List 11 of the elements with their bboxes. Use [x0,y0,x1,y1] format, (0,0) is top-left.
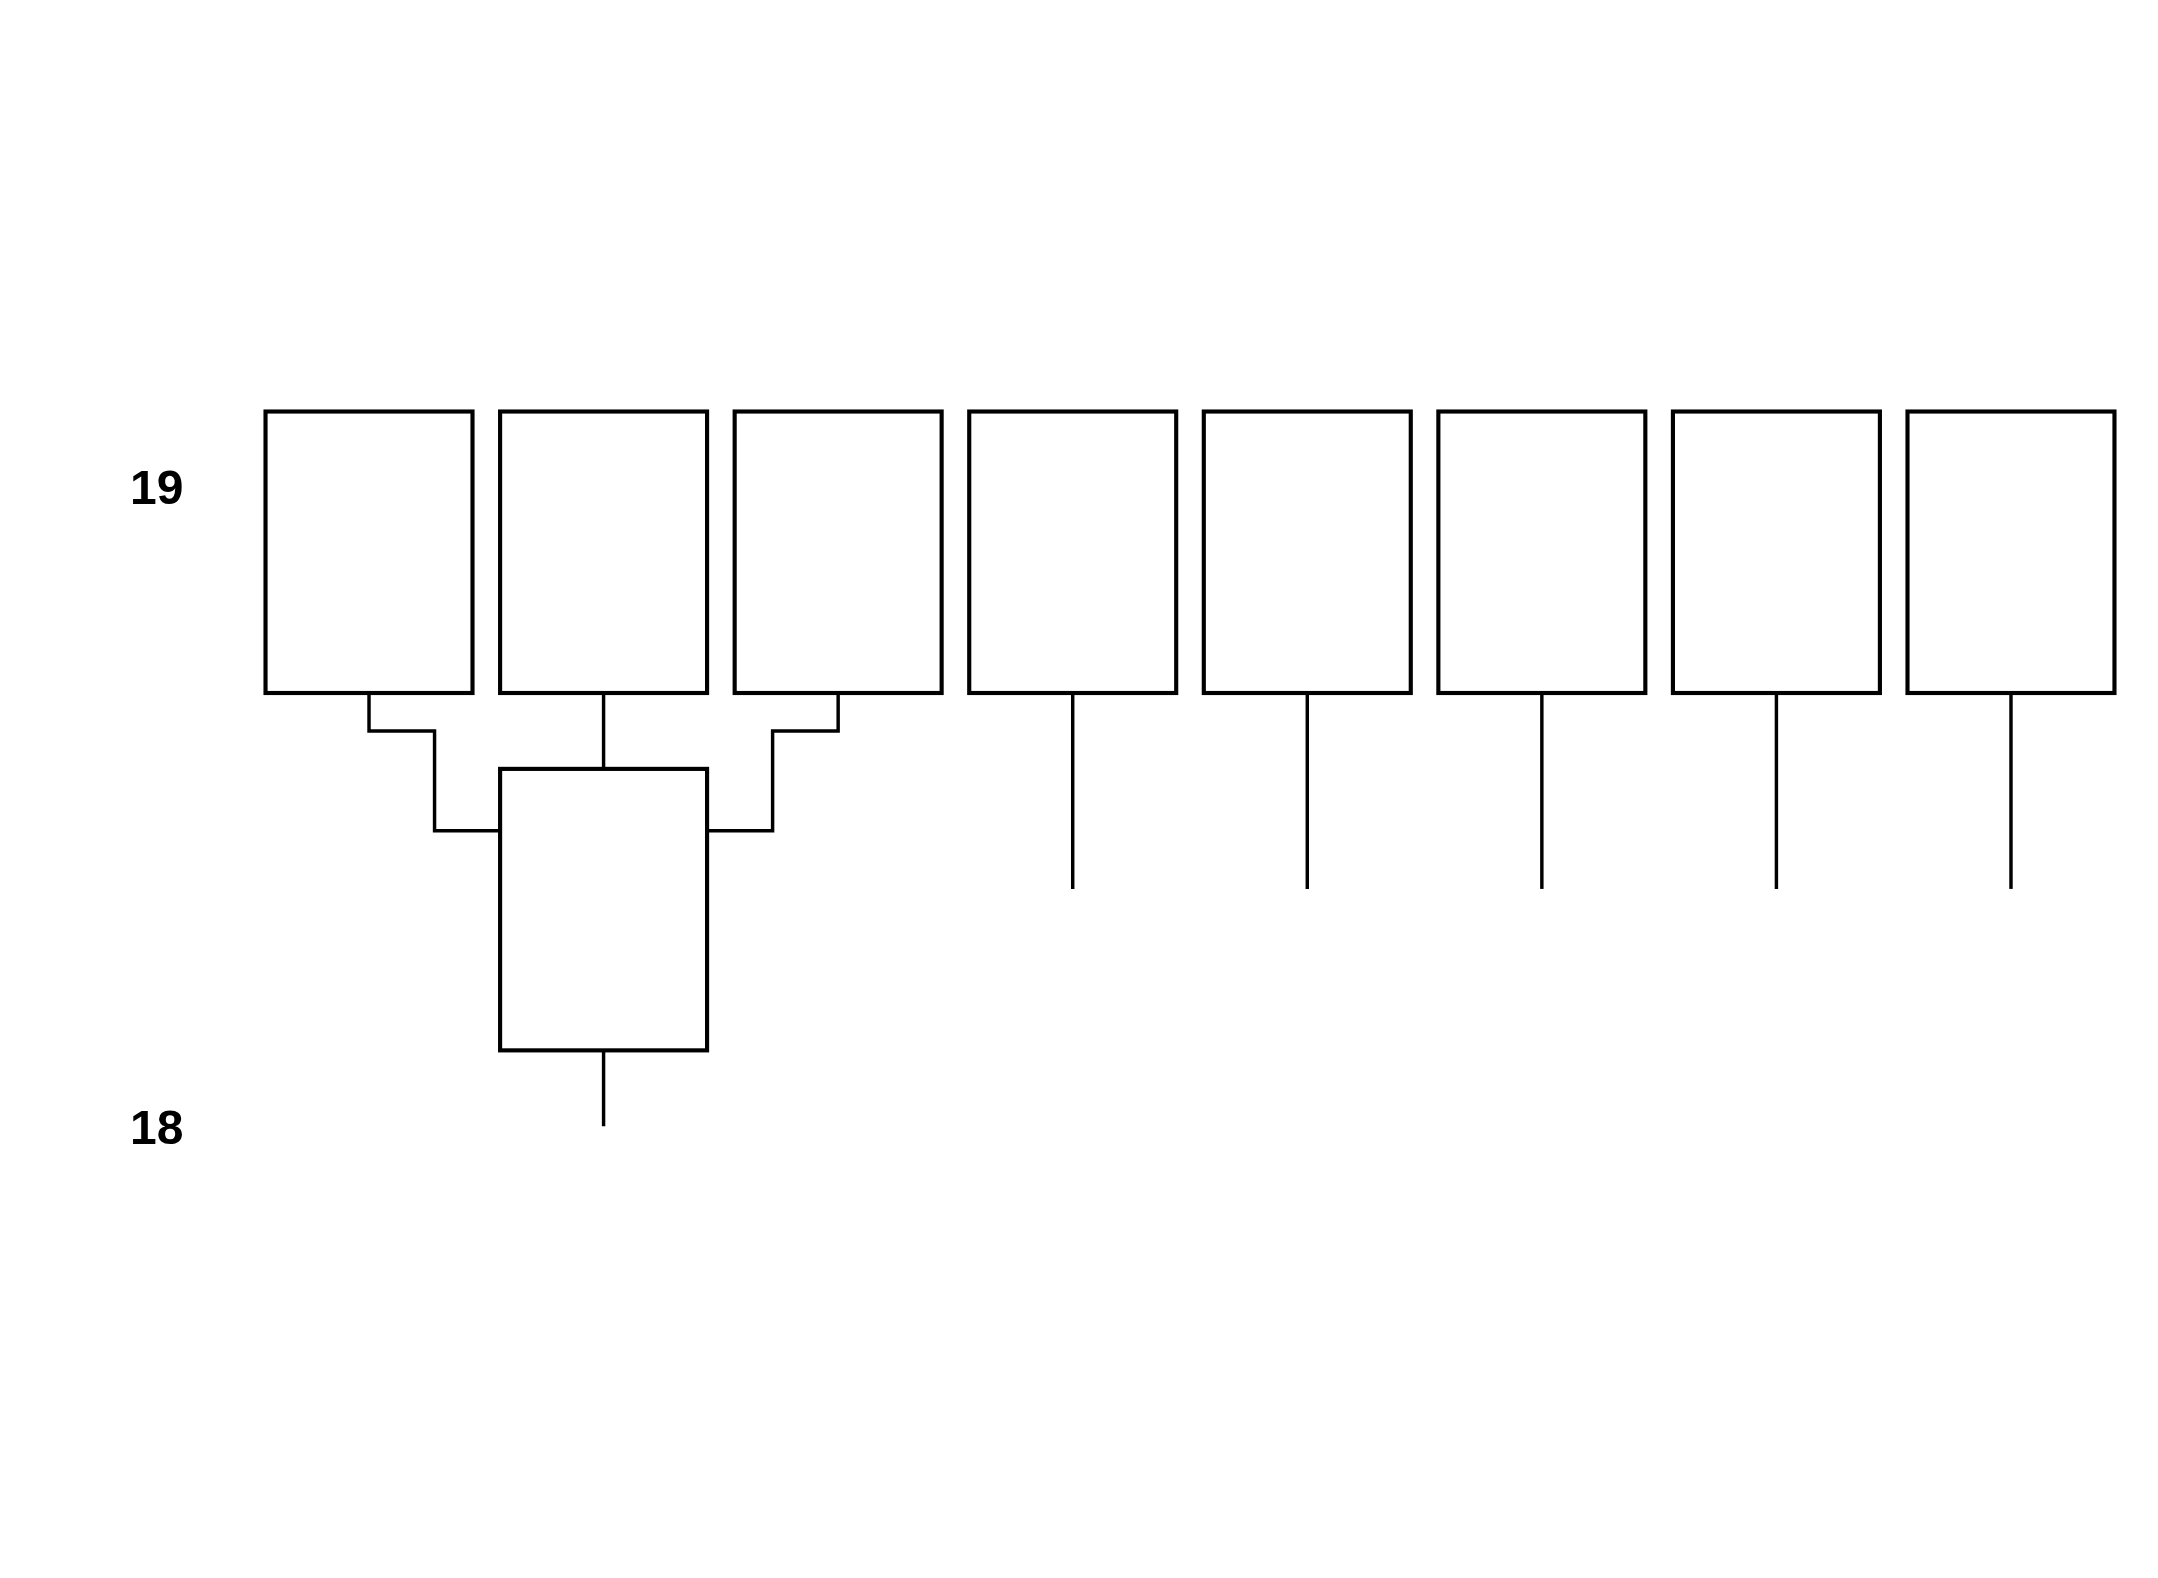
node-box [263,409,475,696]
generation-number: 18 [130,1100,184,1155]
generation-number: 19 [130,460,184,515]
node-box [498,409,710,696]
node-box [1670,409,1882,696]
node-box [732,409,944,696]
node-box [1905,409,2117,696]
node-box [498,767,710,1053]
node-box [1436,409,1648,696]
node-box [967,409,1179,696]
node-box [1201,409,1413,696]
